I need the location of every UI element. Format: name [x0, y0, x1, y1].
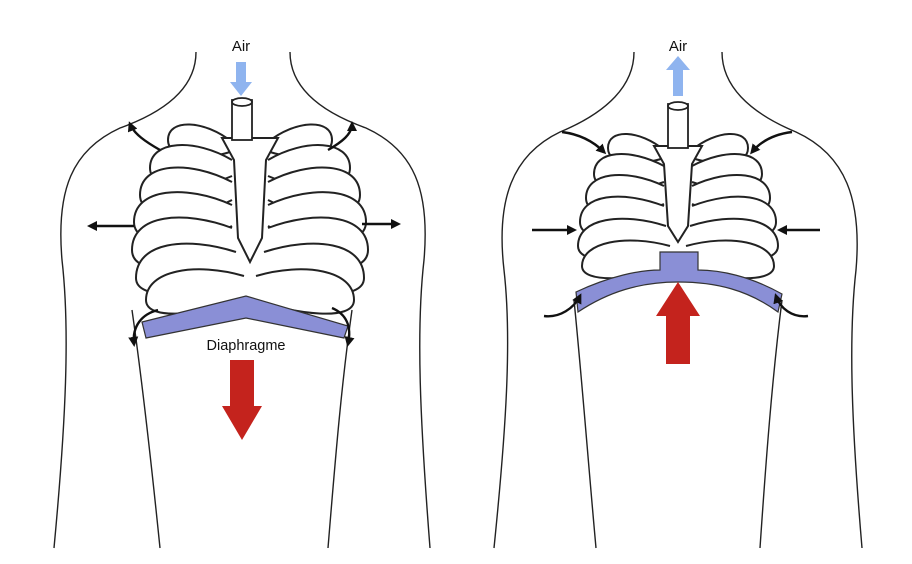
rib-compression-arrows	[532, 130, 820, 318]
upper-right-expansion-arrow-icon	[327, 120, 358, 152]
air-label-left: Air	[232, 38, 250, 55]
trachea-left	[231, 97, 253, 141]
lower-left-compression-arrow-icon	[543, 293, 582, 318]
diaphragm-down-arrow-icon	[222, 360, 262, 440]
diaphragm-up-arrow-icon	[656, 282, 700, 364]
upper-left-compression-arrow-icon	[561, 130, 607, 155]
lower-left-expansion-arrow-icon	[128, 308, 159, 348]
rib-expansion-arrows	[86, 120, 402, 348]
air-inflow-arrow-icon	[230, 62, 252, 96]
upper-left-expansion-arrow-icon	[127, 121, 161, 152]
air-label-right: Air	[669, 38, 687, 55]
diaphragm-left	[141, 295, 349, 339]
torso-outline-right	[493, 51, 863, 549]
rib-cage-left	[131, 123, 369, 315]
trachea-right	[667, 101, 689, 149]
upper-right-compression-arrow-icon	[750, 130, 793, 155]
air-outflow-arrow-icon	[666, 56, 690, 96]
lower-right-expansion-arrow-icon	[331, 306, 355, 347]
inhalation-panel: Air Diaphragme	[53, 38, 431, 549]
exhalation-panel: Air	[493, 38, 863, 549]
diaphragm-label: Diaphragme	[207, 338, 286, 354]
rib-cage-right	[577, 133, 779, 280]
lower-right-compression-arrow-icon	[773, 293, 809, 318]
